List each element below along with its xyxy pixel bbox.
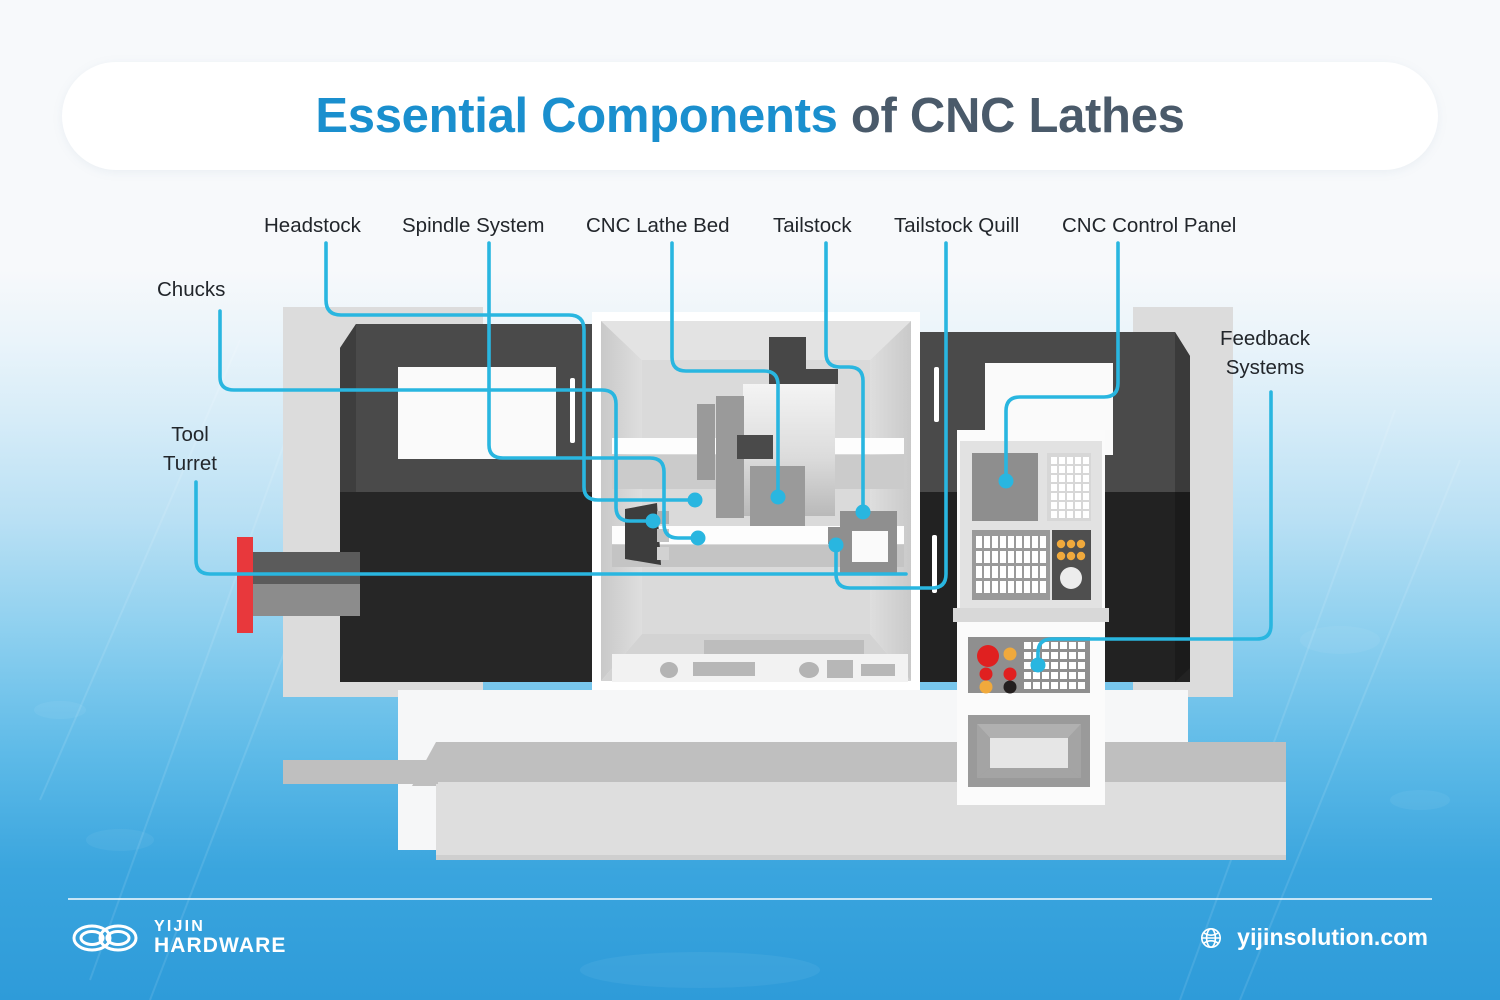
title-card: Essential Components of CNC Lathes <box>62 62 1438 170</box>
control-panel-keypad-large <box>976 536 1046 593</box>
connector-chucks <box>218 309 655 523</box>
brand-name-line1: YIJIN <box>154 917 206 935</box>
emergency-stop-button <box>977 645 999 667</box>
title-highlight: Essential Components <box>315 89 838 143</box>
label-cnc-lathe-bed: CNC Lathe Bed <box>586 214 730 237</box>
connector-cnc-control-panel <box>1004 241 1120 483</box>
operator-panel-column <box>953 430 1109 805</box>
connector-tool-turret <box>194 480 908 576</box>
brand-logo: YIJIN HARDWARE <box>70 918 286 958</box>
connector-lines <box>194 241 1273 667</box>
tailstock-part <box>828 511 897 573</box>
chuck-jaw-inner <box>697 404 715 480</box>
connector-feedback-systems <box>1036 390 1273 667</box>
connector-spindle-system <box>487 241 700 540</box>
overhead-bracket <box>769 337 838 384</box>
website-link[interactable]: yijinsolution.com <box>1199 924 1428 951</box>
label-spindle-system: Spindle System <box>402 214 545 237</box>
label-feedback-systems: Feedback Systems <box>1219 327 1311 379</box>
label-chucks: Chucks <box>157 278 226 301</box>
machine-base <box>283 742 1286 860</box>
workpiece <box>737 435 773 459</box>
left-cabinet-handle <box>570 378 575 443</box>
connector-tailstock <box>824 241 865 514</box>
cnc-control-panel-part <box>953 441 1109 622</box>
globe-icon <box>1201 927 1222 948</box>
label-headstock: Headstock <box>264 214 361 237</box>
feedback-systems-part <box>968 637 1090 694</box>
footer-divider <box>68 898 1432 900</box>
title-rest: of CNC Lathes <box>837 89 1185 143</box>
connector-cnc-lathe-bed <box>670 241 780 499</box>
connector-tailstock-quill <box>834 241 948 590</box>
tool-feed-bar <box>237 537 360 633</box>
connector-dots <box>645 473 1046 673</box>
label-tool-turret: Tool Turret <box>163 423 217 475</box>
brand-logo-text: YIJIN HARDWARE <box>154 917 287 958</box>
brand-name-line2: HARDWARE <box>154 934 287 958</box>
label-tailstock: Tailstock <box>773 214 852 237</box>
chuck-spindle-assembly <box>697 384 835 526</box>
control-panel-knob <box>1060 567 1082 589</box>
connector-headstock <box>324 241 697 502</box>
label-tailstock-quill: Tailstock Quill <box>894 214 1020 237</box>
website-url: yijinsolution.com <box>1237 924 1428 950</box>
background-texture <box>0 280 1500 1000</box>
control-panel-orange-buttons <box>1056 539 1086 561</box>
left-cabinet <box>340 324 592 682</box>
label-cnc-control-panel: CNC Control Panel <box>1062 214 1237 237</box>
left-cabinet-window <box>398 367 556 459</box>
control-panel-keypad-small <box>1051 457 1089 518</box>
tool-feed-stop <box>237 537 253 633</box>
page-title: Essential Components of CNC Lathes <box>315 88 1185 144</box>
panel-tray <box>968 715 1090 787</box>
infinity-logo-icon <box>72 924 138 952</box>
